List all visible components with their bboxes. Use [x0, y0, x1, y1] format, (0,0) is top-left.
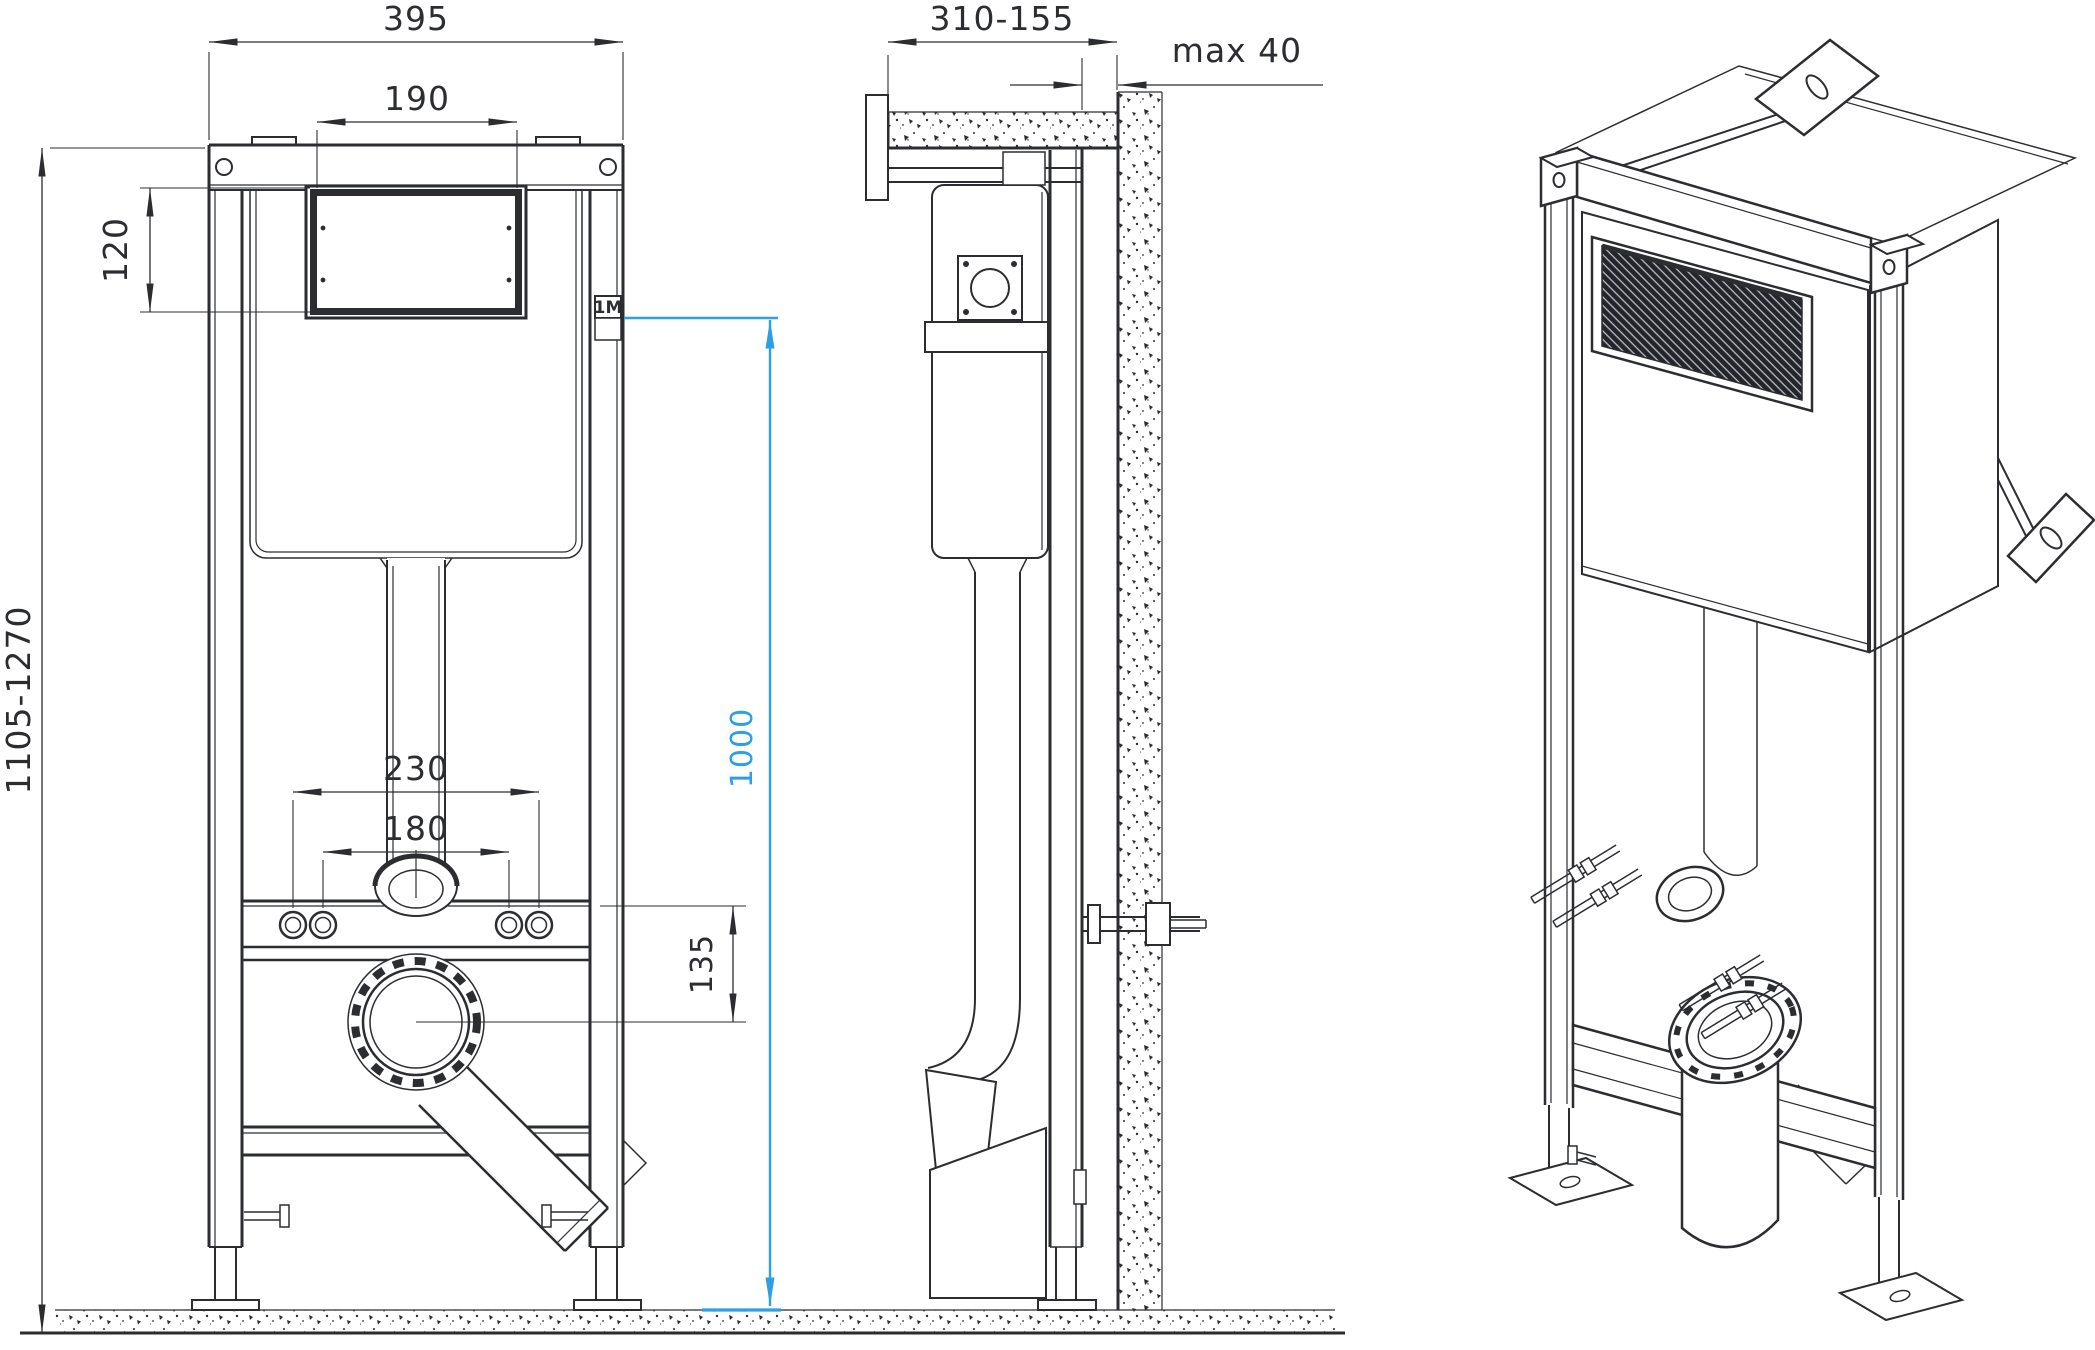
side-view: 310-155 max 40	[865, 0, 1323, 1311]
dim-depth-range: 310-155	[887, 0, 1118, 108]
dim-label-window-height: 120	[96, 217, 135, 283]
front-pan-bolts	[278, 910, 554, 940]
corner-hole-left	[215, 158, 233, 176]
dim-window-height: 120	[96, 187, 310, 313]
iso-drain-pipe	[1680, 1044, 1780, 1249]
side-drain-body	[929, 1126, 1047, 1299]
dim-label-bolt-spacing-outer: 230	[383, 749, 449, 788]
dim-overall-width: 395	[208, 0, 624, 140]
front-feet	[191, 1204, 642, 1311]
isometric-view	[1507, 38, 2095, 1322]
side-inlet-plate	[957, 255, 1023, 321]
iso-cistern-front	[1581, 210, 1869, 876]
iso-flush-elbow-ring	[1655, 865, 1725, 923]
flush-plate-window	[304, 184, 528, 320]
meter-mark-label: 1M	[594, 298, 623, 318]
corner-hole-right	[599, 158, 617, 176]
side-frame	[865, 94, 1097, 1311]
front-view: 1M 395 190 120 1105-1270	[0, 0, 781, 1333]
front-drain-socket	[347, 953, 746, 1091]
dim-flush-line-height: 1000	[624, 316, 781, 1312]
dim-label-bolt-spacing-inner: 180	[383, 809, 449, 848]
side-cistern	[924, 151, 1049, 559]
front-flush-pipe	[379, 557, 453, 870]
dim-window-width: 190	[316, 79, 518, 188]
dim-bolt-spacing-inner: 180	[322, 809, 510, 908]
iso-posts	[1538, 146, 1926, 1200]
iso-wall-bracket-right-plate	[2006, 492, 2095, 584]
dim-label-flush-height: 1000	[725, 708, 760, 788]
front-flush-elbow	[372, 850, 460, 917]
floor-section	[20, 1309, 1345, 1335]
side-wall	[886, 91, 1163, 1310]
dim-bolt-spacing-outer: 230	[292, 749, 540, 908]
side-top-shelf	[888, 112, 1118, 148]
iso-drain-socket	[1667, 975, 1803, 1085]
dim-wall-clearance: max 40	[1010, 31, 1323, 110]
dim-label-overall-width: 395	[383, 0, 449, 38]
meter-mark-tag: 1M	[594, 295, 623, 341]
iso-wall-bracket-left	[1614, 38, 1881, 177]
dim-label-drain-drop: 135	[685, 934, 720, 994]
side-anchor-bolt	[1082, 902, 1207, 946]
dim-label-depth-range: 310-155	[930, 0, 1075, 38]
front-frame-posts	[207, 190, 625, 1248]
front-top-plate	[207, 136, 625, 191]
front-drain-pipe	[418, 1061, 648, 1252]
side-flush-pipe	[924, 557, 1087, 1299]
iso-threaded-rods	[1530, 844, 1787, 1040]
floor-texture	[55, 1310, 1335, 1332]
dim-label-height-range: 1105-1270	[0, 606, 38, 795]
dim-height-range: 1105-1270	[0, 147, 205, 1333]
dim-label-window-width: 190	[384, 79, 450, 118]
dim-label-wall-clearance: max 40	[1172, 31, 1302, 70]
iso-feet	[1507, 1105, 1965, 1322]
side-foot	[1037, 1299, 1097, 1311]
dim-drain-drop: 135	[600, 905, 746, 1022]
side-strap	[924, 321, 1049, 353]
side-bracket-plate	[865, 94, 889, 201]
